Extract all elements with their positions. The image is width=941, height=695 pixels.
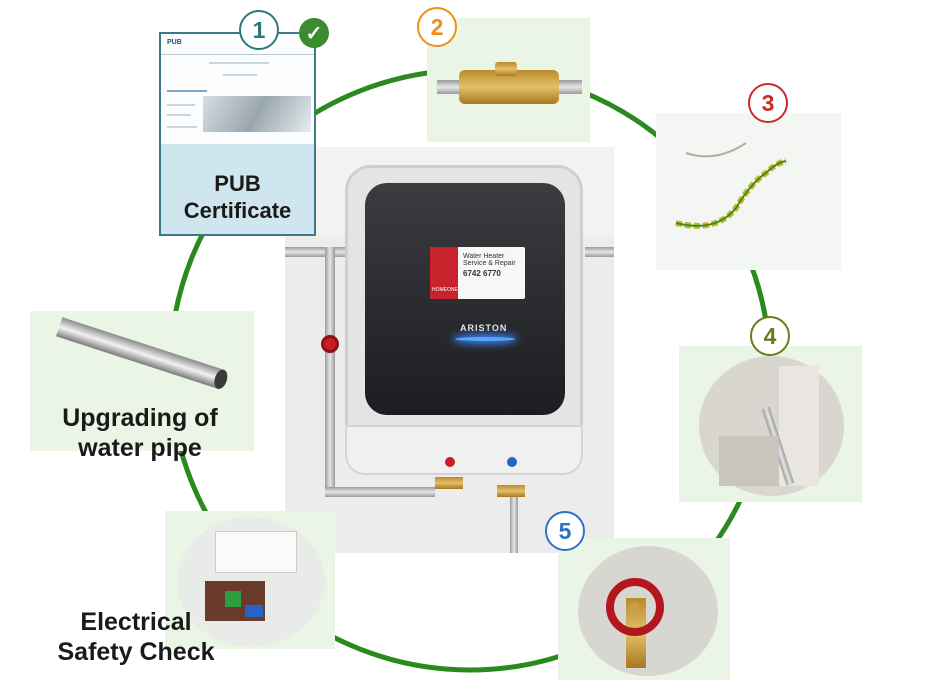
step-3-badge: 3 (748, 83, 788, 123)
pub-certificate-card: PUB PUB Certificate (159, 32, 316, 236)
service-sticker: Water Heater Service & Repair 6742 6770 … (430, 247, 525, 299)
certificate-photo (203, 96, 311, 132)
step-5-badge: 5 (545, 511, 585, 551)
pipe-label-line1: Upgrading of (62, 404, 218, 432)
pub-label-line2: Certificate (183, 198, 292, 223)
check-icon: ✓ (299, 18, 329, 48)
sticker-phone: 6742 6770 (463, 269, 501, 278)
electrical-label-line1: Electrical (80, 608, 192, 636)
pub-logo: PUB (167, 39, 182, 46)
step-4-badge: 4 (750, 316, 790, 356)
pub-label-line1: PUB (214, 171, 261, 196)
check-valve-photo (427, 18, 590, 142)
electrical-panel-photo (165, 511, 335, 649)
sticker-brand: HOMEONE (432, 287, 458, 293)
pipe-label-line2: water pipe (78, 434, 202, 462)
gate-valve-photo (558, 538, 730, 680)
wall-pipe-photo (679, 346, 862, 502)
step-2-badge: 2 (417, 7, 457, 47)
electrical-label-line2: Safety Check (57, 638, 215, 666)
water-pipe-photo (30, 311, 254, 451)
heater-brand: ARISTON (460, 323, 508, 333)
step-1-badge: 1 (239, 10, 279, 50)
earthing-wire-photo (656, 113, 841, 270)
water-heater-photo: Water Heater Service & Repair 6742 6770 … (285, 147, 614, 553)
sticker-title: Water Heater Service & Repair (463, 253, 516, 267)
power-light (455, 337, 515, 341)
